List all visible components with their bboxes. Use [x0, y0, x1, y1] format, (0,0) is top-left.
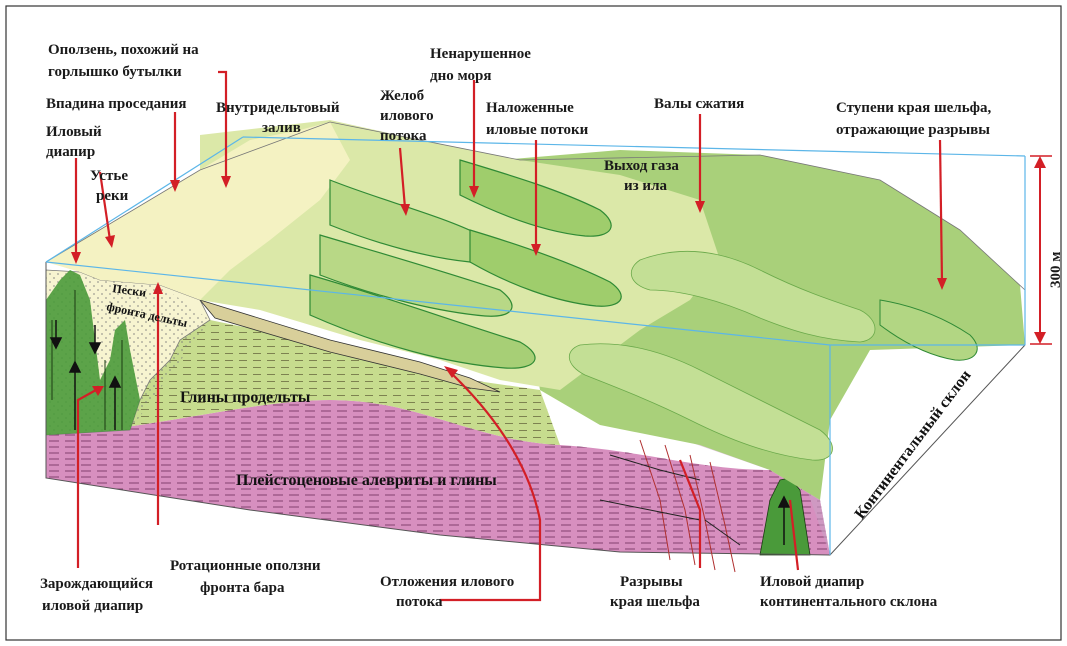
label-rotational-line2: фронта бара	[200, 580, 285, 596]
label-depth: 300 м	[1048, 252, 1064, 288]
label-incipient-line2: иловой диапир	[42, 598, 143, 614]
label-slope-diapir-line1: Иловой диапир	[760, 574, 864, 590]
label-trough-line2: илового	[380, 108, 434, 124]
label-landslide-line1: Оползень, похожий на	[48, 42, 199, 58]
label-superposed-line1: Наложенные	[486, 100, 574, 116]
label-trough-line3: потока	[380, 128, 427, 144]
label-gas-line2: из ила	[624, 178, 667, 194]
label-shelf-steps-line2: отражающие разрывы	[836, 122, 990, 138]
label-incipient-line1: Зарождающийся	[40, 576, 153, 592]
label-rotational-line1: Ротационные оползни	[170, 558, 321, 574]
label-shelf-faults-line2: края шельфа	[610, 594, 700, 610]
label-superposed-line2: иловые потоки	[486, 122, 589, 138]
label-pleistocene: Плейстоценовые алевриты и глины	[236, 472, 497, 489]
label-subsidence: Впадина проседания	[46, 96, 187, 112]
label-mud-diapir-line2: диапир	[46, 144, 95, 160]
label-ridges: Валы сжатия	[654, 96, 744, 112]
label-intradelta-line2: залив	[262, 120, 301, 136]
label-mudflow-dep-line2: потока	[396, 594, 443, 610]
label-shelf-steps-line1: Ступени края шельфа,	[836, 100, 992, 116]
label-slope-diapir-line2: континентального склона	[760, 594, 938, 610]
label-mud-diapir-line1: Иловый	[46, 124, 102, 140]
label-trough-line1: Желоб	[380, 88, 424, 104]
label-intradelta-line1: Внутридельтовый	[216, 100, 340, 116]
label-prodelta: Глины продельты	[180, 389, 311, 406]
label-river-mouth-line2: реки	[96, 188, 129, 204]
label-gas-line1: Выход газа	[604, 158, 679, 174]
label-landslide-line2: горлышко бутылки	[48, 64, 182, 80]
label-shelf-faults-line1: Разрывы	[620, 574, 683, 590]
label-river-mouth-line1: Устье	[90, 168, 128, 184]
label-undisturbed-line1: Ненарушенное	[430, 46, 531, 62]
label-undisturbed-line2: дно моря	[430, 68, 491, 84]
label-mudflow-dep-line1: Отложения илового	[380, 574, 514, 590]
